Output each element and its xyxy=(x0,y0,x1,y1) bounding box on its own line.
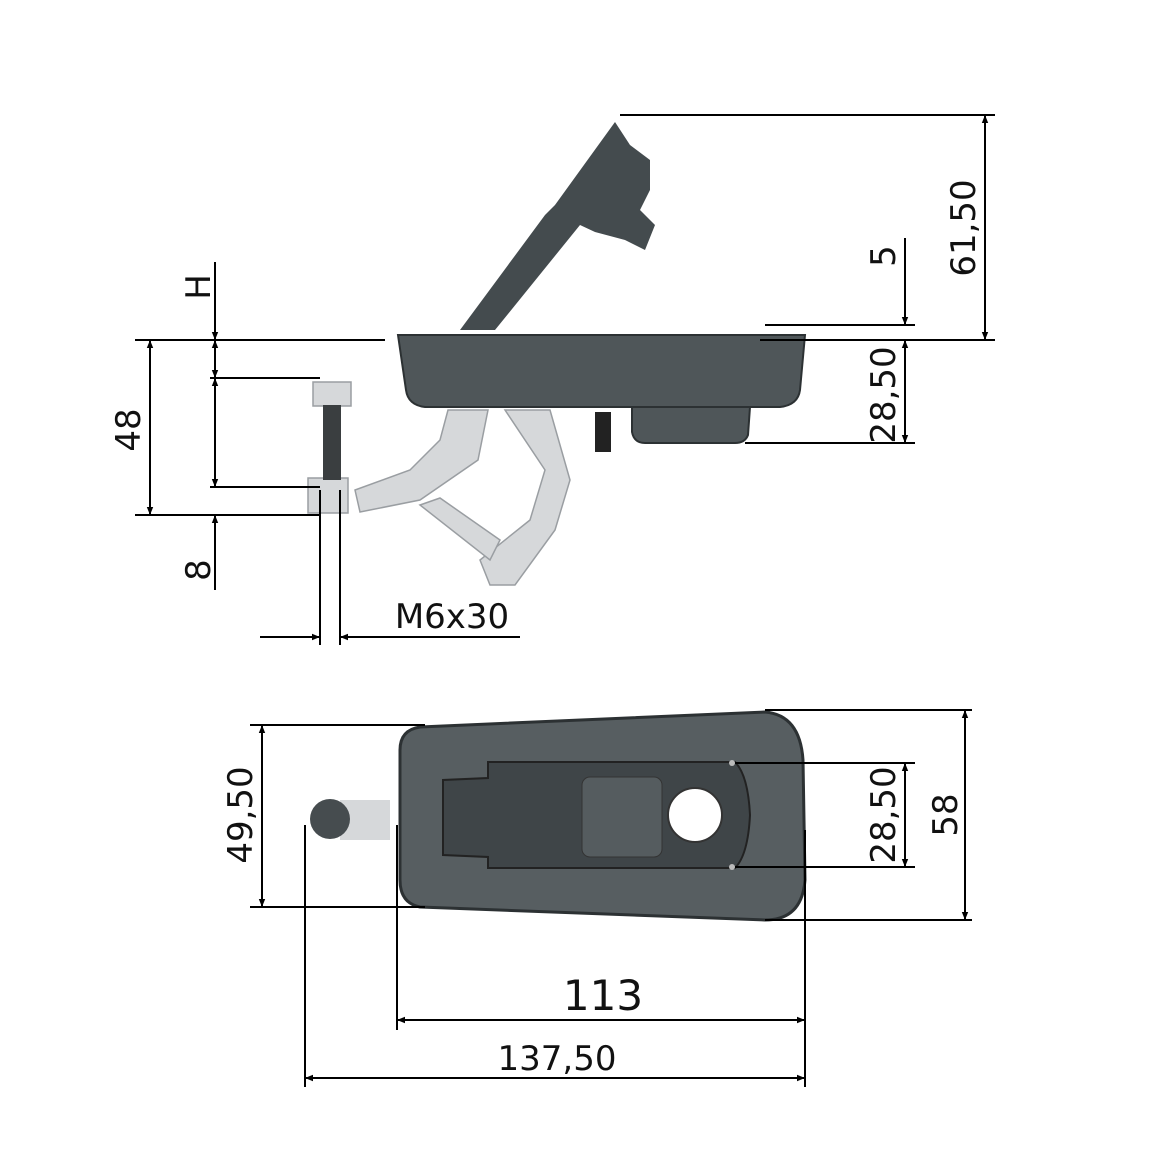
push-button xyxy=(581,776,663,858)
dim-body-depth: 28,50 xyxy=(864,346,904,443)
latch-body xyxy=(396,334,807,408)
pin xyxy=(595,412,611,452)
dim-total-length: 137,50 xyxy=(498,1039,617,1079)
lock-housing xyxy=(631,406,752,444)
dim-h: H xyxy=(179,274,219,300)
side-view-latch xyxy=(307,122,807,586)
dim-screw: M6x30 xyxy=(395,597,509,637)
dim-height: 58 xyxy=(926,793,966,836)
lock-cylinder-icon xyxy=(667,787,723,843)
dim-length: 113 xyxy=(563,971,643,1020)
dim-bracket-height: 48 xyxy=(109,408,149,451)
dim-lid-offset: 5 xyxy=(864,245,904,267)
screw-head xyxy=(310,799,350,839)
top-view-latch xyxy=(310,710,807,922)
screw-shaft xyxy=(323,405,341,480)
dim-hole-spacing: 28,50 xyxy=(864,766,904,863)
mounting-bracket xyxy=(307,381,571,586)
dim-bracket-offset: 8 xyxy=(179,559,219,581)
dimension-lines xyxy=(135,114,995,1087)
handle-arm xyxy=(460,122,655,330)
dim-height-with-tab: 49,50 xyxy=(221,766,261,863)
dimension-labels: 61,50 5 28,50 H 48 8 M6x30 49,50 28,50 5… xyxy=(109,179,984,1079)
dim-total-height: 61,50 xyxy=(944,179,984,276)
